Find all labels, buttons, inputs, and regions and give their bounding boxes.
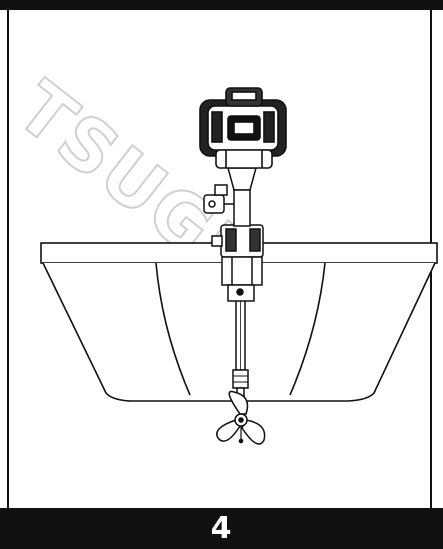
clamp-body bbox=[221, 256, 263, 286]
propeller-blade-top bbox=[228, 390, 249, 415]
engine-tube bbox=[233, 189, 251, 227]
propeller-blade-left bbox=[216, 419, 241, 442]
engine-head bbox=[199, 87, 287, 169]
hull-left-seam bbox=[155, 262, 191, 396]
engine-mount bbox=[227, 167, 257, 191]
step-number: 4 bbox=[210, 511, 233, 546]
top-border-bar bbox=[0, 0, 443, 10]
propeller bbox=[216, 390, 266, 445]
outboard-motor-on-boat-illustration: TSUGEN bbox=[1, 64, 438, 445]
clamp-bracket bbox=[211, 224, 264, 302]
choke-lever bbox=[214, 184, 228, 196]
shaft-collar bbox=[232, 369, 249, 389]
engine-neck bbox=[203, 167, 257, 227]
step-footer: 4 bbox=[0, 508, 443, 549]
engine-base bbox=[215, 149, 273, 169]
propeller-blade-right bbox=[241, 419, 266, 445]
hull-right-seam bbox=[289, 262, 326, 396]
clamp-screw bbox=[211, 235, 223, 247]
